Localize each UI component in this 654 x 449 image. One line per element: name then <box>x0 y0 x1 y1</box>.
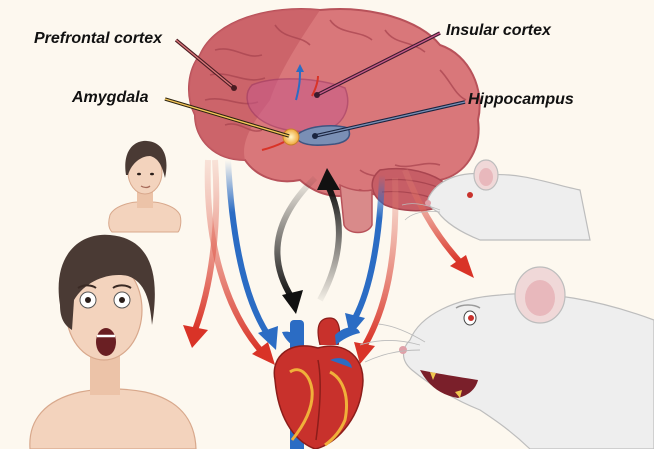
heart-icon <box>274 318 363 449</box>
arrow-brain-to-heart-black <box>277 178 315 298</box>
calm-person-icon <box>109 141 181 232</box>
label-hippocampus: Hippocampus <box>468 91 574 109</box>
fearful-person-icon <box>30 235 196 449</box>
label-insular-cortex: Insular cortex <box>446 22 551 40</box>
label-prefrontal-cortex: Prefrontal cortex <box>34 30 162 48</box>
label-amygdala: Amygdala <box>72 89 148 107</box>
fearful-rat-icon <box>360 267 654 449</box>
arrow-heart-to-brain-black <box>320 186 339 300</box>
